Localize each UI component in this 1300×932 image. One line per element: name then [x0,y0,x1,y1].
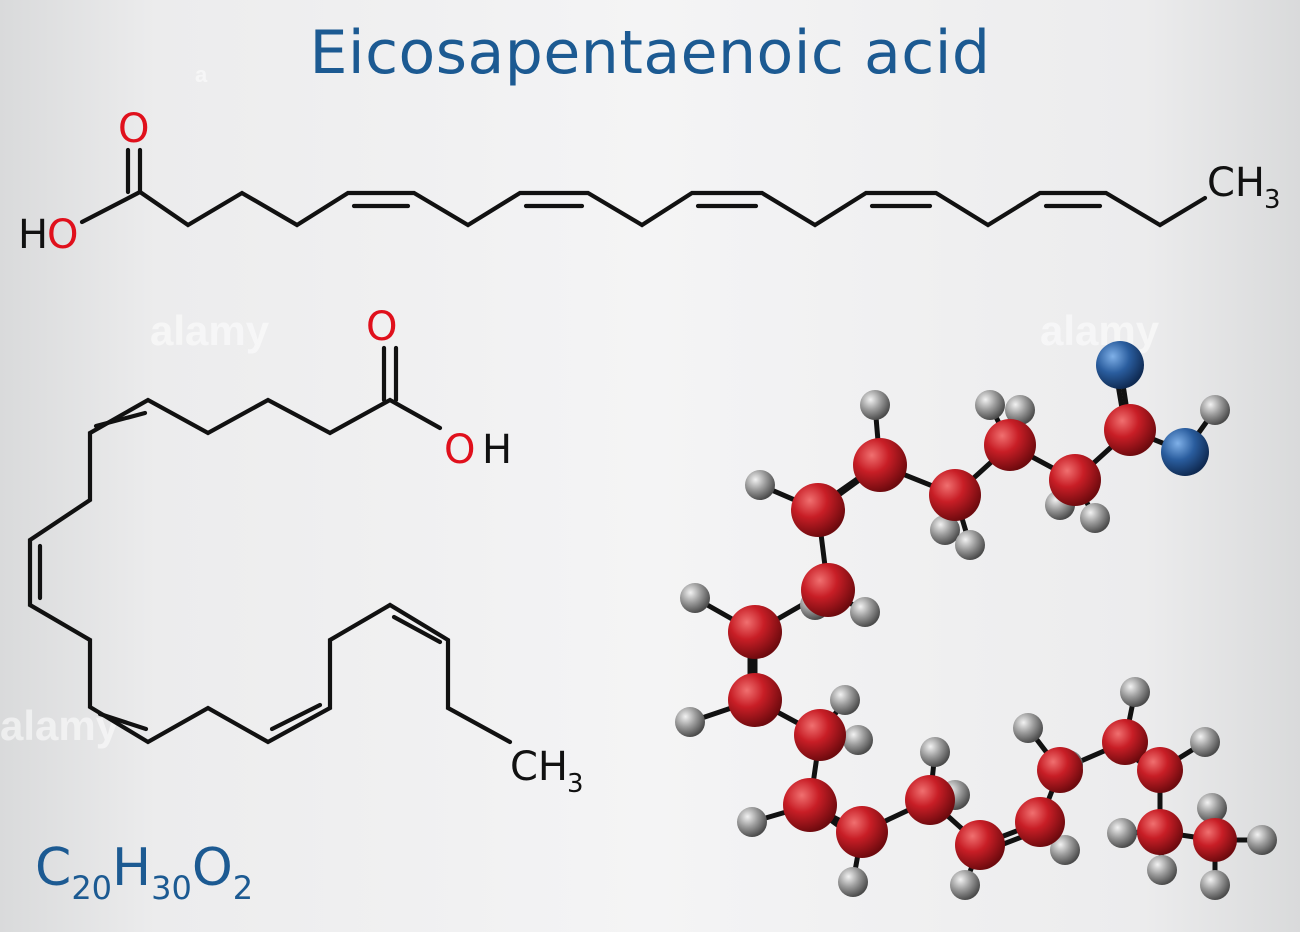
carbon-chain-bonds [79,189,1208,228]
formula-carbon-count: 20 [71,869,113,907]
ball-and-stick-model [675,341,1277,900]
carbon-chain-bonds [27,397,513,745]
watermark-text: alamy [150,307,270,354]
formula-hydrogen-count: 30 [151,869,192,907]
formula-hydrogen: H [112,838,152,898]
methyl-label: CH [510,744,568,790]
formula-oxygen: O [191,838,233,898]
methyl-label: CH [1207,160,1265,206]
watermark-text: alamy [1040,307,1160,354]
carbon-atoms [728,404,1237,870]
oxygen-label: O [118,106,149,152]
hydroxyl-h-label: H [18,212,48,258]
double-bond-line [97,711,149,732]
hydroxyl-h-label: H [482,427,512,473]
watermark-text: a [195,62,208,87]
double-bond-line [269,702,323,732]
hydrogen-atoms [675,390,1277,900]
formula-oxygen-count: 2 [232,869,254,907]
watermark-text: alamy [0,702,120,749]
hydroxyl-o-label: O [444,427,475,473]
page-title: Eicosapentaenoic acid [309,18,991,88]
double-bond-line [391,614,443,645]
skeletal-formula-folded: O O H CH 3 [27,304,584,799]
oxygen-atoms [1096,341,1209,476]
watermark-group: alamy alamy alamy a [0,62,1160,749]
skeletal-formula-linear: O H O CH 3 [18,106,1281,258]
formula-carbon: C [35,838,72,898]
methyl-subscript: 3 [567,769,584,799]
hydroxyl-o-label: O [47,212,78,258]
molecular-formula: C20H30O2 [35,838,253,907]
double-bond-line [93,410,148,429]
oxygen-label: O [366,304,397,350]
methyl-subscript: 3 [1264,185,1281,215]
